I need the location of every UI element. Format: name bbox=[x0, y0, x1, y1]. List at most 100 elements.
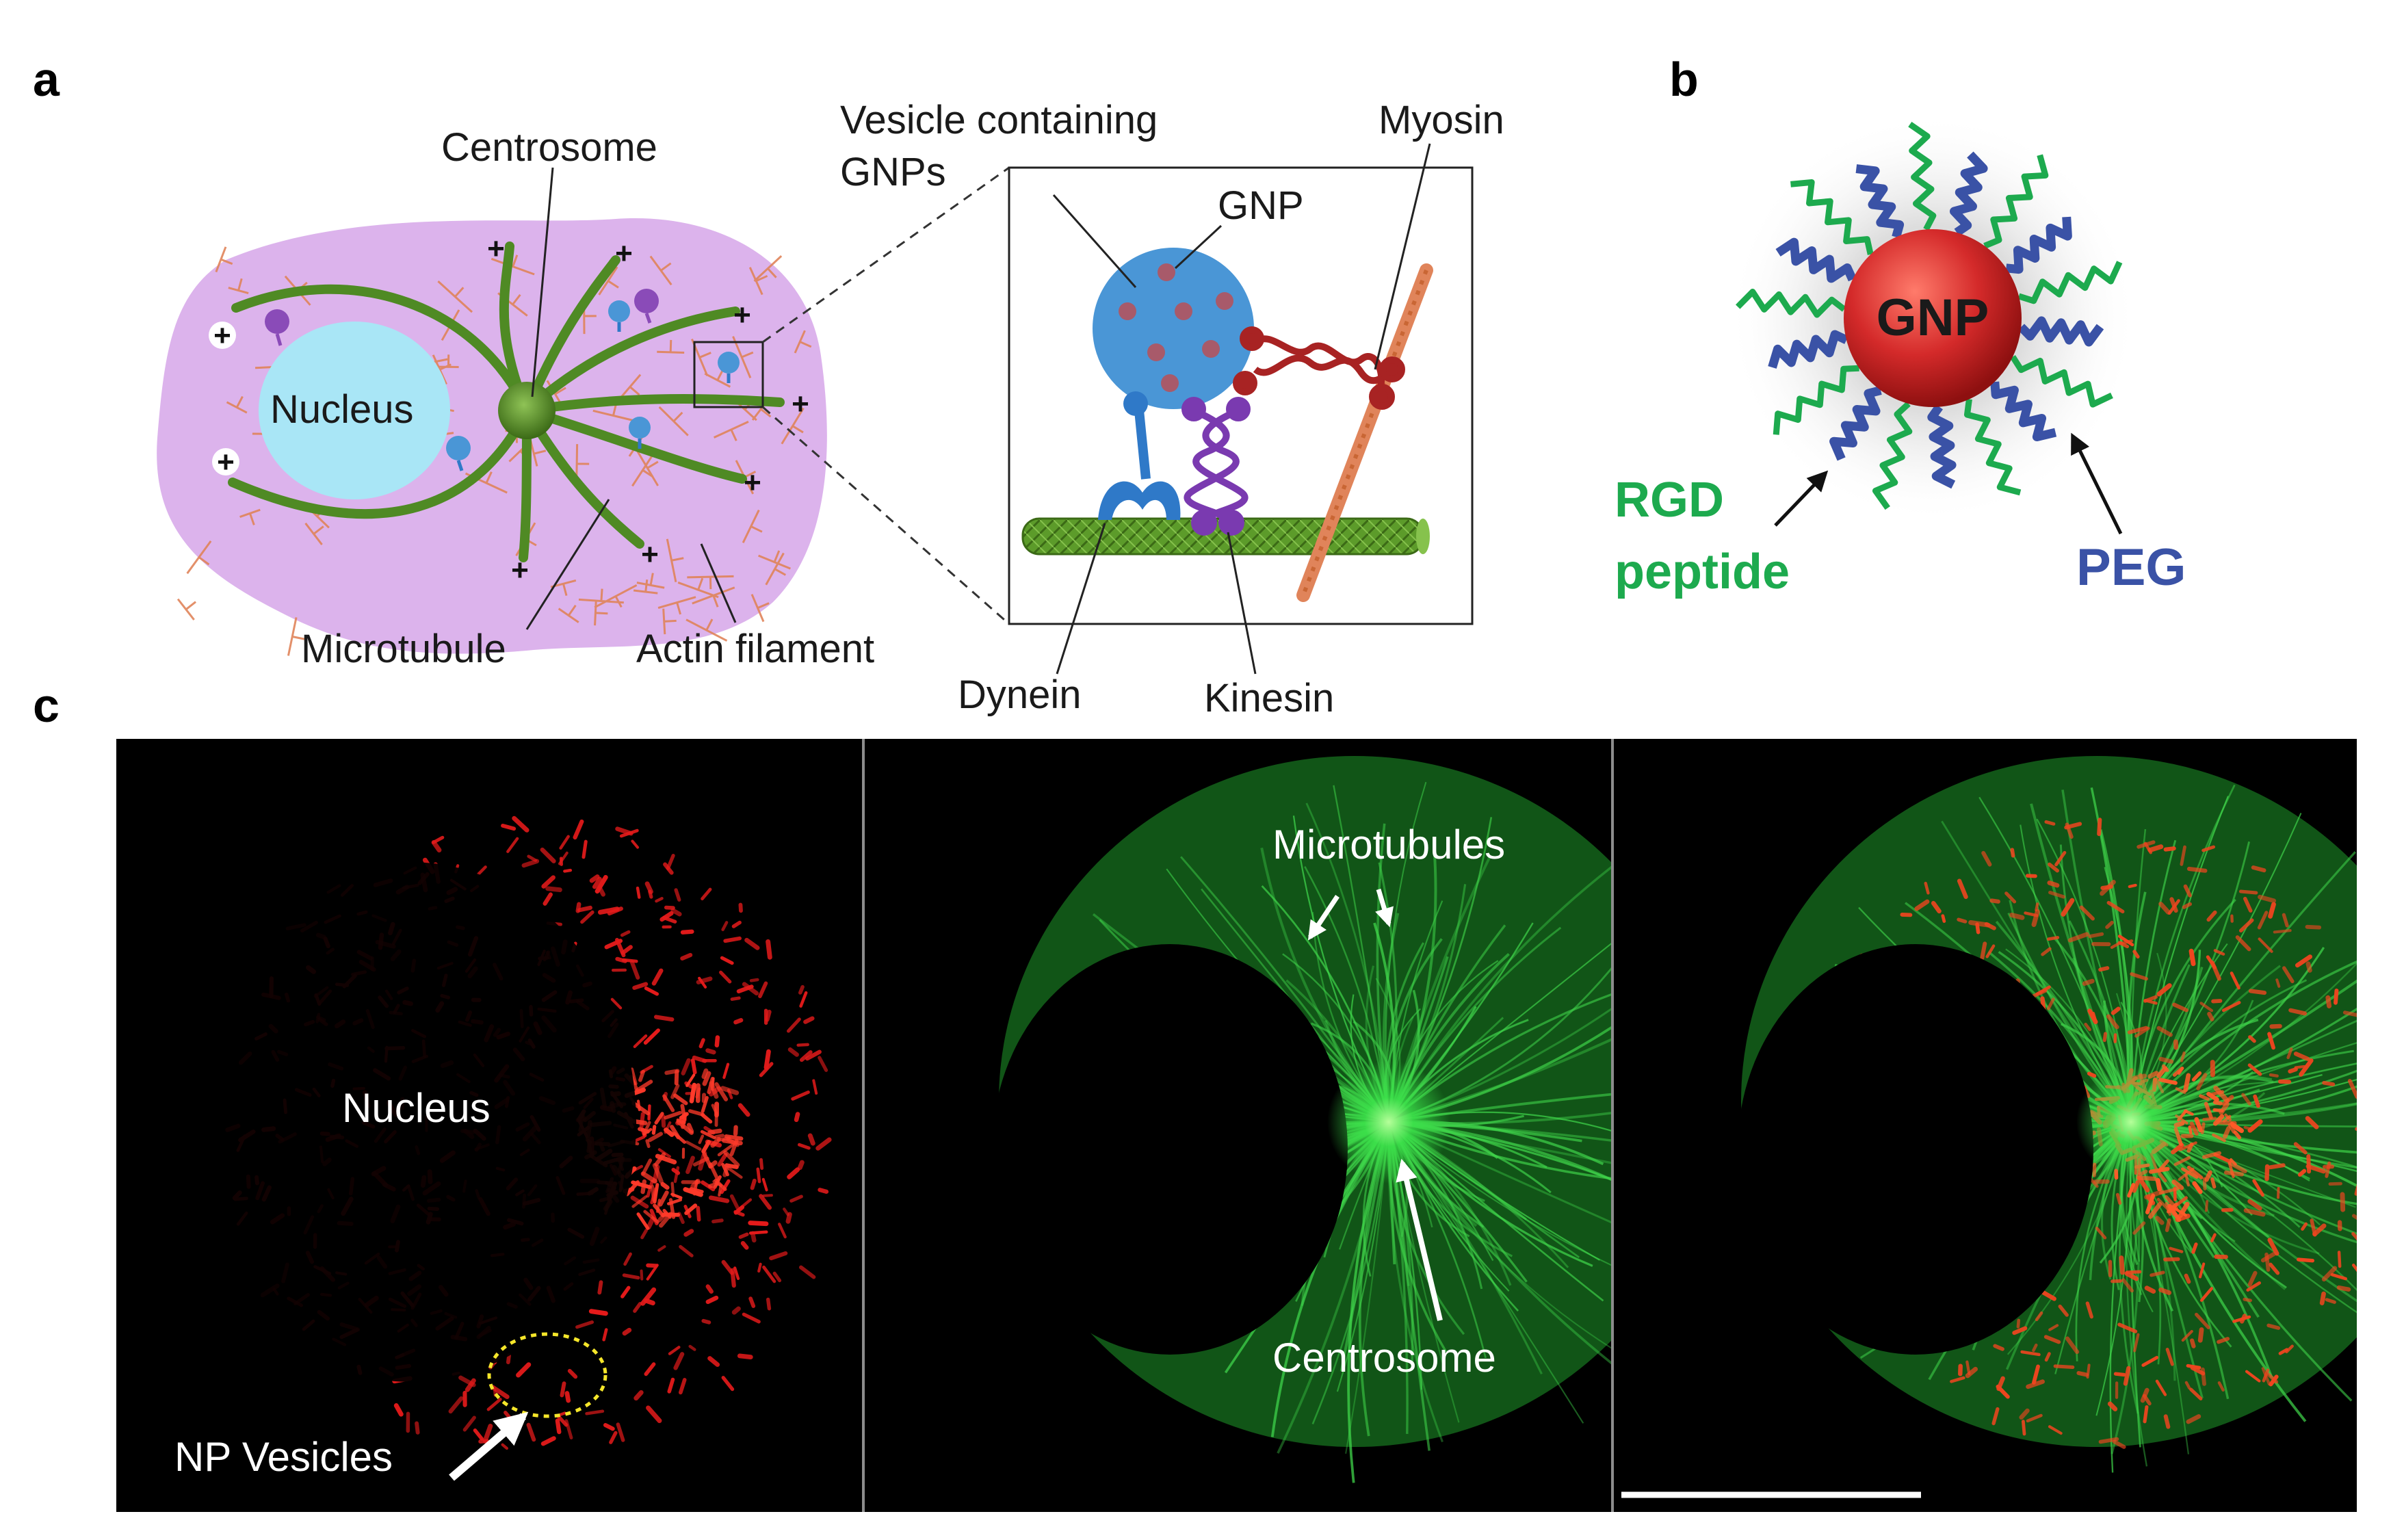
merged-red-speck bbox=[2163, 1414, 2171, 1429]
red-speck bbox=[668, 1346, 681, 1355]
rgd-label-line2: peptide bbox=[1615, 545, 1790, 599]
red-speck bbox=[620, 930, 631, 937]
red-speck bbox=[631, 1195, 648, 1208]
merged-red-speck bbox=[2286, 1047, 2293, 1060]
vesicle-label-line2: GNPs bbox=[840, 150, 946, 194]
panel-b: b GNP RGD peptide PEG bbox=[1615, 53, 2186, 599]
nucleus-label: Nucleus bbox=[270, 387, 414, 432]
red-speck bbox=[818, 1188, 829, 1194]
red-speck bbox=[595, 874, 608, 894]
red-speck bbox=[758, 981, 768, 999]
merged-red-speck bbox=[2127, 1183, 2135, 1198]
plus-end-marker: + bbox=[792, 387, 809, 421]
merged-red-speck bbox=[2061, 898, 2075, 917]
red-speck bbox=[486, 1398, 502, 1411]
merged-red-speck bbox=[2190, 1338, 2196, 1348]
merged-red-speck bbox=[2282, 913, 2289, 928]
merged-red-speck bbox=[2132, 950, 2140, 959]
merged-red-speck bbox=[2084, 1022, 2091, 1032]
actin-filament bbox=[753, 255, 783, 282]
merged-red-speck bbox=[2258, 937, 2273, 953]
merged-red-speck bbox=[2269, 1023, 2282, 1029]
merged-red-speck bbox=[2238, 889, 2258, 895]
merged-red-speck bbox=[2098, 1437, 2119, 1444]
vesicle-label-line1: Vesicle containing bbox=[840, 98, 1158, 142]
merged-red-speck bbox=[2102, 1032, 2108, 1043]
red-speck bbox=[506, 1353, 511, 1365]
red-speck bbox=[477, 865, 487, 876]
rgd-peptide-chain bbox=[2017, 261, 2123, 304]
red-speck bbox=[815, 1137, 832, 1151]
merged-red-speck bbox=[2115, 1192, 2122, 1205]
centrosome-label: Centrosome bbox=[441, 125, 657, 170]
red-speck bbox=[722, 1062, 730, 1080]
microtubules-arrow-1 bbox=[1307, 895, 1340, 941]
red-speck bbox=[685, 1073, 696, 1087]
red-speck bbox=[560, 1381, 566, 1398]
red-speck bbox=[812, 1079, 818, 1095]
plus-end-marker: + bbox=[209, 319, 236, 352]
actin-filament bbox=[633, 579, 658, 595]
peg-chain bbox=[2017, 316, 2104, 347]
merged-red-speck bbox=[1931, 900, 1942, 914]
merged-red-speck bbox=[2137, 1176, 2150, 1192]
red-speck bbox=[678, 1378, 687, 1395]
peg-label: PEG bbox=[2076, 538, 2186, 597]
red-speck bbox=[651, 1184, 655, 1202]
merged-red-speck bbox=[2165, 1347, 2174, 1366]
red-speck bbox=[540, 847, 556, 863]
red-speck bbox=[647, 1132, 664, 1143]
red-speck bbox=[683, 1187, 703, 1197]
plus-sign: + bbox=[217, 445, 235, 479]
merged-red-speck bbox=[2143, 1405, 2149, 1424]
red-speck bbox=[559, 835, 570, 850]
red-speck bbox=[717, 1143, 735, 1157]
merged-red-speck bbox=[2085, 1301, 2093, 1319]
red-speck bbox=[619, 828, 639, 838]
plus-sign: + bbox=[733, 298, 751, 332]
merged-red-speck bbox=[2199, 1002, 2213, 1013]
red-speck bbox=[772, 1271, 782, 1283]
panel-c: c Nucleus NP Vesicles Microtubules Centr… bbox=[33, 679, 2357, 1512]
red-speck bbox=[662, 915, 677, 924]
red-speck bbox=[610, 997, 623, 1010]
panel-a: a Nucleus + + + + + + + bbox=[33, 53, 1504, 720]
red-speck bbox=[786, 1017, 801, 1033]
merged-red-speck bbox=[2213, 1085, 2230, 1103]
red-speck bbox=[725, 1166, 743, 1179]
red-speck bbox=[674, 888, 681, 902]
merged-red-speck bbox=[2186, 1414, 2201, 1424]
merged-red-speck bbox=[2207, 1011, 2214, 1021]
red-speck bbox=[623, 1252, 632, 1266]
red-speck bbox=[708, 1195, 730, 1203]
red-speck bbox=[742, 1312, 761, 1324]
vesicle-kinesin bbox=[265, 309, 289, 346]
merged-red-speck bbox=[2266, 1372, 2279, 1384]
merged-red-speck bbox=[2227, 1123, 2236, 1134]
red-speck bbox=[729, 1194, 740, 1212]
merged-red-speck bbox=[2117, 935, 2134, 947]
merged-red-speck bbox=[2275, 978, 2281, 988]
red-speck bbox=[672, 1132, 686, 1144]
merged-red-speck bbox=[2106, 900, 2125, 914]
red-speck bbox=[737, 1103, 750, 1117]
red-speck bbox=[720, 956, 734, 965]
red-speck bbox=[686, 1123, 694, 1134]
plus-sign: + bbox=[641, 538, 659, 571]
gnp-core-label: GNP bbox=[1877, 289, 1989, 347]
merged-red-speck bbox=[2347, 1079, 2357, 1099]
merged-red-speck bbox=[2048, 1425, 2063, 1435]
red-speck bbox=[620, 1285, 631, 1298]
red-speck bbox=[653, 1203, 665, 1218]
red-speck bbox=[766, 1297, 772, 1311]
red-speck bbox=[580, 910, 595, 924]
merged-red-speck bbox=[2248, 1035, 2256, 1043]
red-speck bbox=[705, 1284, 714, 1294]
red-speck bbox=[698, 1038, 705, 1049]
merged-red-speck bbox=[2260, 1251, 2276, 1263]
red-speck bbox=[789, 1195, 803, 1203]
merged-red-speck bbox=[2264, 1164, 2270, 1182]
red-speck bbox=[664, 1110, 682, 1120]
actin-filament bbox=[781, 407, 805, 445]
